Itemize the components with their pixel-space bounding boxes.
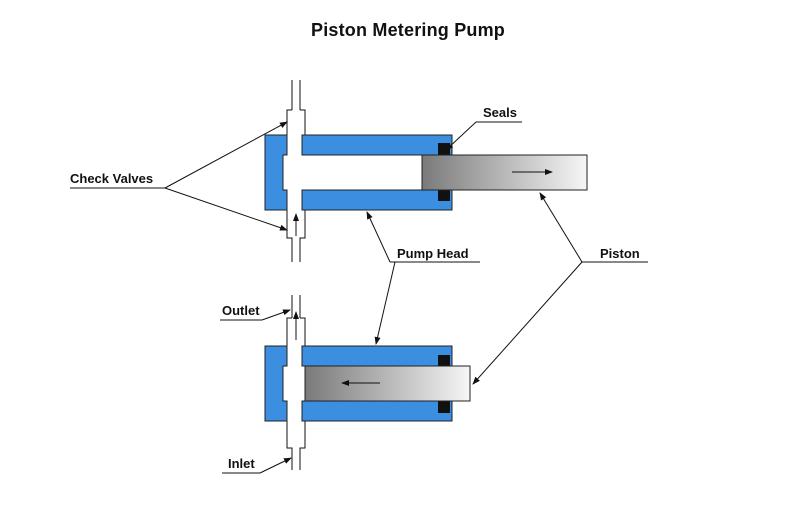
- seals-label: Seals: [483, 105, 517, 120]
- top-outlet-pipe: [286, 80, 306, 135]
- bottom-seal-lower: [438, 401, 450, 413]
- top-pump-head-upper-wall: [301, 134, 453, 156]
- top-pump-head-lower-wall: [301, 189, 453, 211]
- inlet-label: Inlet: [228, 456, 255, 471]
- label-pump-head: Pump Head: [366, 211, 480, 345]
- label-inlet: Inlet: [222, 456, 292, 474]
- outlet-label: Outlet: [222, 303, 260, 318]
- bottom-inlet-pipe: [286, 420, 306, 470]
- bottom-outlet-pipe: [286, 295, 306, 346]
- top-pump: [264, 80, 588, 262]
- top-seal-upper: [438, 143, 450, 155]
- bottom-piston: [304, 365, 471, 402]
- check-valves-label: Check Valves: [70, 171, 153, 186]
- pump-head-label: Pump Head: [397, 246, 469, 261]
- label-piston: Piston: [472, 192, 648, 385]
- diagram-title: Piston Metering Pump: [310, 20, 505, 40]
- label-seals: Seals: [445, 105, 522, 151]
- top-seal-lower: [438, 190, 450, 201]
- bottom-pump-head-left: [264, 345, 288, 422]
- bottom-pump-head-upper-wall: [301, 345, 453, 367]
- label-outlet: Outlet: [220, 303, 291, 321]
- label-check-valves: Check Valves: [70, 121, 288, 231]
- piston-label: Piston: [600, 246, 640, 261]
- bottom-seal-upper: [438, 355, 450, 366]
- top-pump-head-left: [264, 134, 288, 211]
- top-inlet-pipe: [286, 210, 306, 262]
- top-piston: [421, 154, 588, 191]
- bottom-pump: [264, 295, 471, 470]
- bottom-pump-head-lower-wall: [301, 400, 453, 422]
